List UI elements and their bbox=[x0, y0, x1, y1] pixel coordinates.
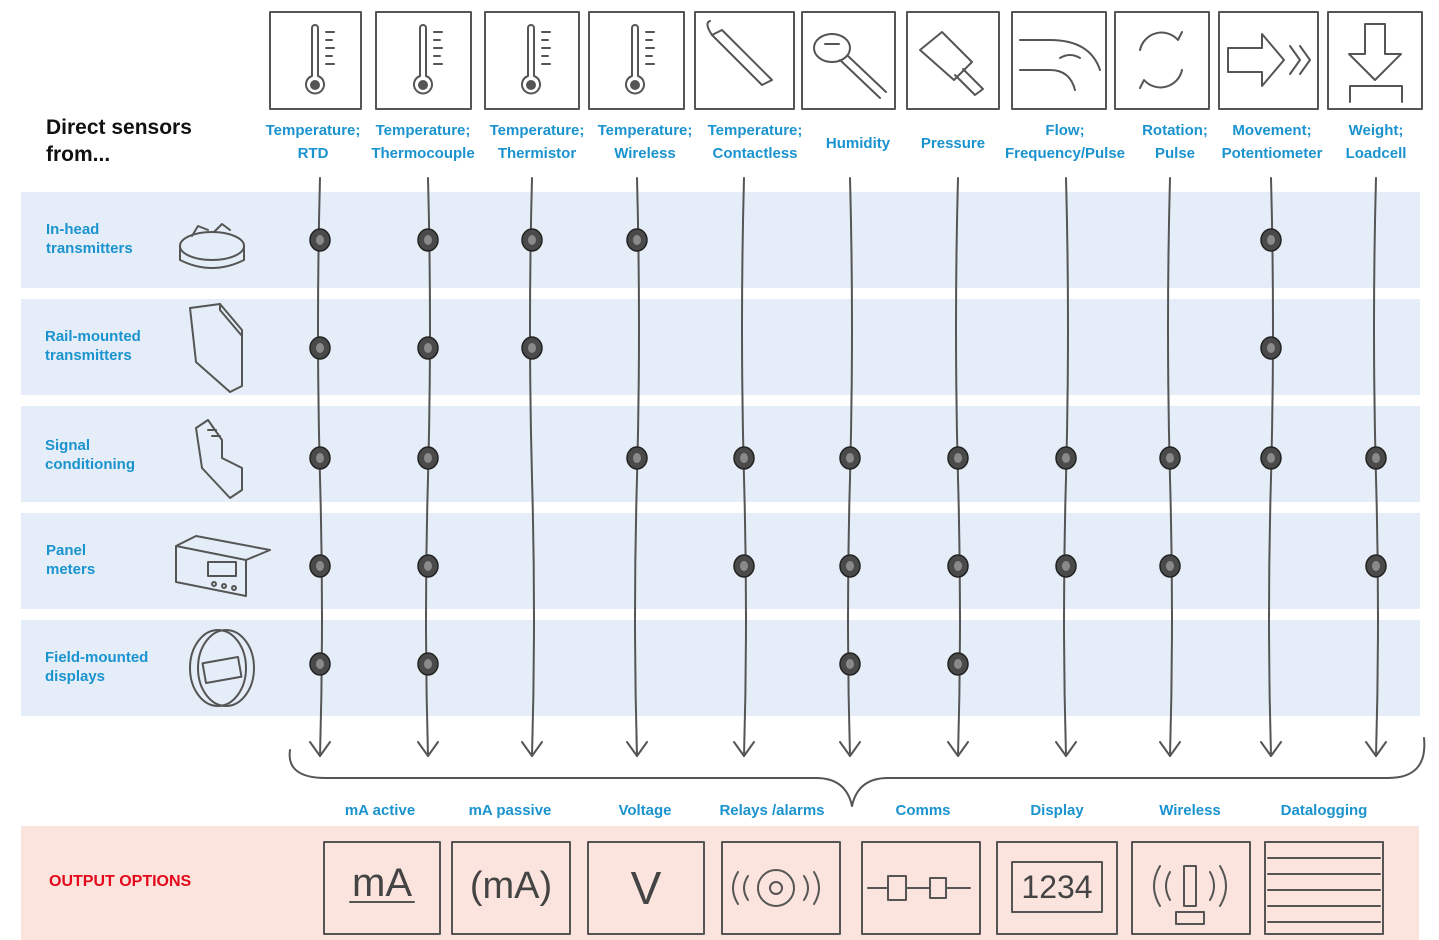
pressure-sensor-icon bbox=[906, 11, 1000, 110]
compatibility-dot bbox=[1159, 554, 1181, 578]
row-band-in-head bbox=[21, 192, 1420, 288]
compatibility-dot bbox=[1055, 554, 1077, 578]
column-label-pressure: Pressure bbox=[920, 135, 986, 152]
compatibility-dot bbox=[947, 554, 969, 578]
compatibility-dot bbox=[733, 554, 755, 578]
relay-alarm-icon bbox=[721, 841, 841, 935]
output-label-display: Display bbox=[1030, 802, 1084, 819]
voltage-icon bbox=[587, 841, 705, 935]
thermometer-icon bbox=[269, 11, 362, 110]
flow-pipe-icon bbox=[1011, 11, 1107, 110]
wireless-icon bbox=[1131, 841, 1251, 935]
column-label-weight: Weight;Loadcell bbox=[1345, 122, 1407, 162]
column-label-movement: Movement;Potentiometer bbox=[1221, 122, 1323, 162]
datalogging-icon bbox=[1264, 841, 1384, 935]
grouping-brace bbox=[288, 737, 1426, 807]
output-label-comms: Comms bbox=[895, 802, 951, 819]
compatibility-dot bbox=[839, 652, 861, 676]
diagram-title: Direct sensors from... bbox=[46, 116, 192, 166]
column-label-rtd: Temperature;RTD bbox=[265, 122, 361, 162]
column-label-rotation: Rotation;Pulse bbox=[1142, 122, 1208, 162]
column-label-contactless: Temperature;Contactless bbox=[707, 122, 803, 162]
compatibility-dot bbox=[1365, 554, 1387, 578]
thermometer-icon bbox=[375, 11, 472, 110]
row-band-rail-mounted bbox=[21, 299, 1420, 395]
row-band-panel-meters bbox=[21, 513, 1420, 609]
compatibility-dot bbox=[417, 554, 439, 578]
dots-layer bbox=[309, 228, 1387, 676]
column-label-flow: Flow;Frequency/Pulse bbox=[1004, 122, 1126, 162]
infrared-probe-icon bbox=[694, 11, 795, 110]
compatibility-dot bbox=[309, 336, 331, 360]
compatibility-dot bbox=[1260, 446, 1282, 470]
ma-active-icon-text: mA bbox=[352, 861, 412, 905]
compatibility-dot bbox=[309, 652, 331, 676]
comms-icon bbox=[861, 841, 981, 935]
thermometer-icon bbox=[588, 11, 685, 110]
rail-transmitter-icon bbox=[189, 303, 243, 393]
compatibility-dot bbox=[1260, 336, 1282, 360]
output-label-datalogging: Datalogging bbox=[1280, 802, 1368, 819]
output-label-ma-active: mA active bbox=[344, 802, 416, 819]
output-options-band bbox=[21, 826, 1419, 940]
column-arrowheads bbox=[309, 741, 1387, 757]
field-display-icon bbox=[189, 629, 255, 707]
ma-active-icon bbox=[323, 841, 441, 935]
ma-passive-icon-text: (mA) bbox=[470, 865, 552, 907]
row-band-signal-conditioning bbox=[21, 406, 1420, 502]
compatibility-dot bbox=[1260, 228, 1282, 252]
compatibility-dot bbox=[733, 446, 755, 470]
output-label-relays: Relays /alarms bbox=[719, 802, 825, 819]
column-label-humidity: Humidity bbox=[825, 135, 891, 152]
output-options-title: OUTPUT OPTIONS bbox=[49, 873, 192, 890]
column-label-wireless-temp: Temperature;Wireless bbox=[597, 122, 693, 162]
compatibility-dot bbox=[1159, 446, 1181, 470]
compatibility-dot bbox=[309, 554, 331, 578]
compatibility-dot bbox=[521, 228, 543, 252]
output-label-voltage: Voltage bbox=[618, 802, 672, 819]
output-label-ma-passive: mA passive bbox=[468, 802, 552, 819]
movement-arrows-icon bbox=[1218, 11, 1319, 110]
compatibility-dot bbox=[947, 652, 969, 676]
thermometer-icon bbox=[484, 11, 580, 110]
compatibility-dot bbox=[626, 446, 648, 470]
column-label-thermistor: Temperature;Thermistor bbox=[489, 122, 585, 162]
compatibility-dot bbox=[626, 228, 648, 252]
compatibility-dot bbox=[417, 336, 439, 360]
compatibility-dot bbox=[417, 446, 439, 470]
column-label-thermocouple: Temperature;Thermocouple bbox=[371, 122, 475, 162]
ma-passive-icon bbox=[451, 841, 571, 935]
in-head-transmitter-icon bbox=[179, 223, 245, 269]
compatibility-dot bbox=[417, 228, 439, 252]
compatibility-dot bbox=[839, 446, 861, 470]
compatibility-dot bbox=[521, 336, 543, 360]
compatibility-dot bbox=[309, 228, 331, 252]
rotation-arrows-icon bbox=[1114, 11, 1210, 110]
compatibility-dot bbox=[309, 446, 331, 470]
compatibility-dot bbox=[1055, 446, 1077, 470]
compatibility-dot bbox=[417, 652, 439, 676]
voltage-icon-text: V bbox=[631, 862, 662, 914]
compatibility-dot bbox=[947, 446, 969, 470]
compatibility-dot bbox=[1365, 446, 1387, 470]
compatibility-dot bbox=[839, 554, 861, 578]
display-icon bbox=[996, 841, 1118, 935]
humidity-probe-icon bbox=[801, 11, 896, 110]
panel-meter-icon bbox=[175, 535, 271, 597]
output-label-wireless: Wireless bbox=[1159, 802, 1221, 819]
display-icon-text: 1234 bbox=[1021, 869, 1092, 905]
loadcell-arrow-icon bbox=[1327, 11, 1423, 110]
signal-conditioner-icon bbox=[195, 419, 243, 499]
